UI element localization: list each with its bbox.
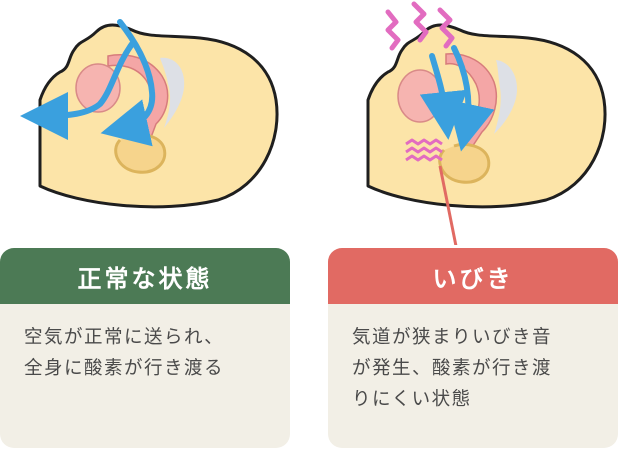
snoring-state-card: いびき 気道が狭まりいびき音 が発生、酸素が行き渡 りにくい状態 [328,248,618,448]
snoring-description-line: りにくい状態 [352,389,472,410]
normal-head-illustration [20,19,279,209]
snore-sound-zigzag-icon [385,1,455,51]
snoring-airflow-arrow-1 [419,53,468,140]
head-illustrations [20,1,607,245]
normal-nasal-cavity [160,57,185,128]
snoring-vibration-zigzag [405,138,443,162]
snoring-pointer-line [438,165,458,245]
snoring-description-line: が発生、酸素が行き渡 [352,358,553,379]
normal-state-title: 正常な状態 [0,248,290,304]
normal-airflow-arrow-in [100,19,156,147]
snoring-ear-icon [438,143,491,184]
normal-description-line: 全身に酸素が行き渡る [24,358,225,379]
snoring-nasal-cavity [494,60,518,134]
snoring-state-description: 気道が狭まりいびき音 が発生、酸素が行き渡 りにくい状態 [328,304,618,415]
normal-description-line: 空気が正常に送られ、 [24,327,225,348]
snoring-description-line: 気道が狭まりいびき音 [352,327,553,348]
normal-ear-icon [114,133,167,174]
snoring-head-illustration [366,1,607,245]
normal-state-description: 空気が正常に送られ、 全身に酸素が行き渡る [0,304,290,384]
normal-airflow-arrow-out [20,41,135,140]
snoring-airflow-arrow-2 [447,45,495,152]
snoring-state-title: いびき [328,248,618,304]
normal-state-card: 正常な状態 空気が正常に送られ、 全身に酸素が行き渡る [0,248,290,448]
